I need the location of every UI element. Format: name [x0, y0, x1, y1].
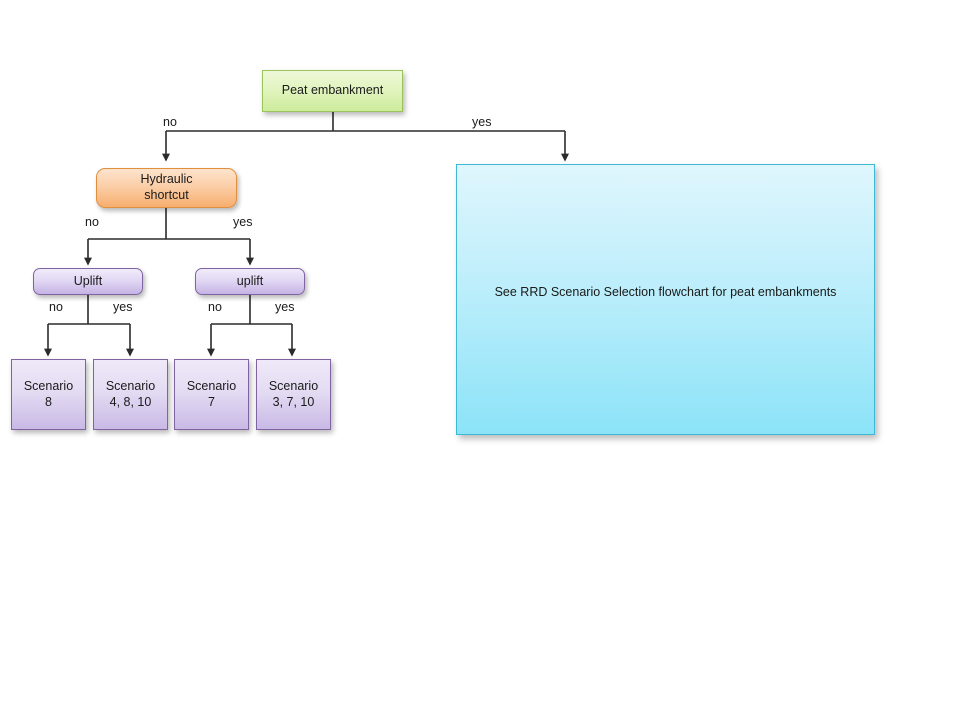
edge-label-start-no: no — [163, 115, 177, 129]
node-uplift-right[interactable]: uplift — [195, 268, 305, 295]
edge-label-uplift-left-no: no — [49, 300, 63, 314]
node-scenario-4-8-10[interactable]: Scenario 4, 8, 10 — [93, 359, 168, 430]
node-scenario-3-7-10[interactable]: Scenario 3, 7, 10 — [256, 359, 331, 430]
edge-label-shortcut-yes: yes — [233, 215, 253, 229]
node-scenario-7[interactable]: Scenario 7 — [174, 359, 249, 430]
edge-label-uplift-right-no: no — [208, 300, 222, 314]
node-hydraulic-shortcut[interactable]: Hydraulic shortcut — [96, 168, 237, 208]
reference-panel-text: See RRD Scenario Selection flowchart for… — [494, 285, 837, 299]
edge-label-shortcut-no: no — [85, 215, 99, 229]
edge-label-uplift-right-yes: yes — [275, 300, 295, 314]
node-peat-embankment[interactable]: Peat embankment — [262, 70, 403, 112]
edge-label-uplift-left-yes: yes — [113, 300, 133, 314]
node-scenario-8[interactable]: Scenario 8 — [11, 359, 86, 430]
edge-label-start-yes: yes — [472, 115, 492, 129]
node-reference-panel[interactable]: See RRD Scenario Selection flowchart for… — [456, 164, 875, 435]
node-uplift-left[interactable]: Uplift — [33, 268, 143, 295]
